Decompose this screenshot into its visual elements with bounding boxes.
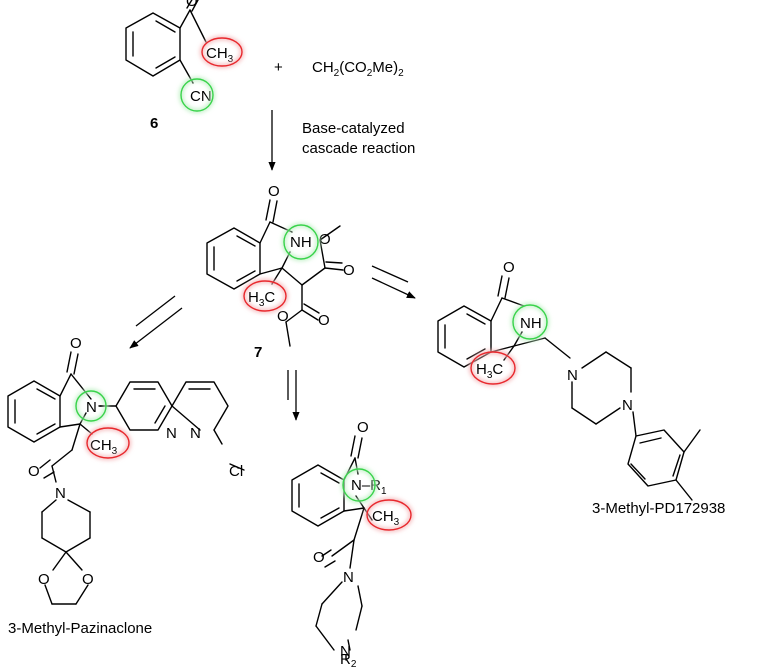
plus-sign: + <box>274 59 283 76</box>
pd-skeleton <box>437 275 701 501</box>
paz-cl-label: Cl <box>229 463 243 480</box>
paz-n-highlight-circle <box>75 390 107 422</box>
paz-carbonyl-o: O <box>70 335 82 352</box>
condition-line-1: Base-catalyzed <box>302 120 405 137</box>
pd-h3c-label: H3C <box>476 361 503 381</box>
paz-amide-n: N <box>55 485 66 502</box>
carbonyl-o-label: O <box>186 0 198 10</box>
gen-ch3-label: CH3 <box>372 508 400 528</box>
malonate-reagent: CH2(CO2Me)2 <box>312 59 404 79</box>
paz-n-label: N <box>86 399 97 416</box>
arrow-line <box>371 265 409 283</box>
arrow-line <box>371 277 416 299</box>
nh-highlight-circle <box>283 224 319 260</box>
paz-dioxolane-o1: O <box>38 571 50 588</box>
compound-6-number: 6 <box>150 115 158 132</box>
compound-6-ch3-label: CH3 <box>206 45 234 65</box>
multistep-arrow-down <box>287 370 300 421</box>
pd-piperazine-n1: N <box>567 367 578 384</box>
gen-ch3-highlight-circle <box>366 499 412 531</box>
paz-amide-o: O <box>28 463 40 480</box>
gen-piperazine-n1: N <box>343 569 354 586</box>
compound-general: O N–R1 CH3 O N N R2 <box>291 419 413 667</box>
cn-highlight-circle <box>180 78 214 112</box>
paz-compound-name: 3-Methyl-Pazinaclone <box>8 620 152 637</box>
gen-piperazine-n2: N <box>340 643 351 660</box>
gen-n-highlight-circle <box>342 468 376 502</box>
compound-7-ester-o-1: O <box>343 262 355 279</box>
paz-ch3-highlight-circle <box>86 427 130 459</box>
compound-7-h3c-label: H3C <box>248 289 275 309</box>
paz-dioxolane-o2: O <box>82 571 94 588</box>
multistep-arrow-left <box>129 295 183 349</box>
multistep-arrow-right <box>371 265 416 299</box>
compound-7-carbonyl-o: O <box>268 183 280 200</box>
paz-skeleton <box>7 351 229 605</box>
compound-7-nh-label: NH <box>290 234 312 251</box>
compound-7-ester-o-3: O <box>318 312 330 329</box>
compound-pd172938: O NH H3C N N 3-Methyl-PD172938 <box>437 259 725 517</box>
gen-nr1-label: N–R1 <box>351 477 387 497</box>
arrow-line <box>129 307 183 349</box>
compound-7-ester-o-2: O <box>319 231 331 248</box>
paz-ch3-label: CH3 <box>90 437 118 457</box>
compound-6-skeleton <box>125 0 207 84</box>
compound-pazinaclone: O N CH3 N N Cl O N O O 3-Methyl-Pazinacl… <box>7 335 245 637</box>
pd-carbonyl-o: O <box>503 259 515 276</box>
condition-line-2: cascade reaction <box>302 140 415 157</box>
h3c-highlight-circle <box>243 280 287 312</box>
ch3-highlight-circle <box>201 37 243 67</box>
pd-piperazine-n2: N <box>622 397 633 414</box>
gen-amide-o: O <box>313 549 325 566</box>
arrow-line <box>135 295 176 327</box>
gen-r2-label: R2 <box>340 651 357 667</box>
paz-cl-bond <box>229 463 245 471</box>
compound-7: O NH H3C O O O O 7 <box>206 183 355 361</box>
compound-6: O CH3 CN 6 <box>125 0 244 132</box>
pd-h3c-highlight-circle <box>470 351 516 385</box>
paz-ring-n2: N <box>190 425 201 442</box>
compound-7-number: 7 <box>254 344 262 361</box>
compound-7-ester-o-4: O <box>277 308 289 325</box>
compound-6-cn-label: CN <box>190 88 212 105</box>
pd-nh-highlight-circle <box>512 304 548 340</box>
gen-carbonyl-o: O <box>357 419 369 436</box>
paz-ring-n1: N <box>166 425 177 442</box>
pd-nh-label: NH <box>520 315 542 332</box>
pd-compound-name: 3-Methyl-PD172938 <box>592 500 725 517</box>
